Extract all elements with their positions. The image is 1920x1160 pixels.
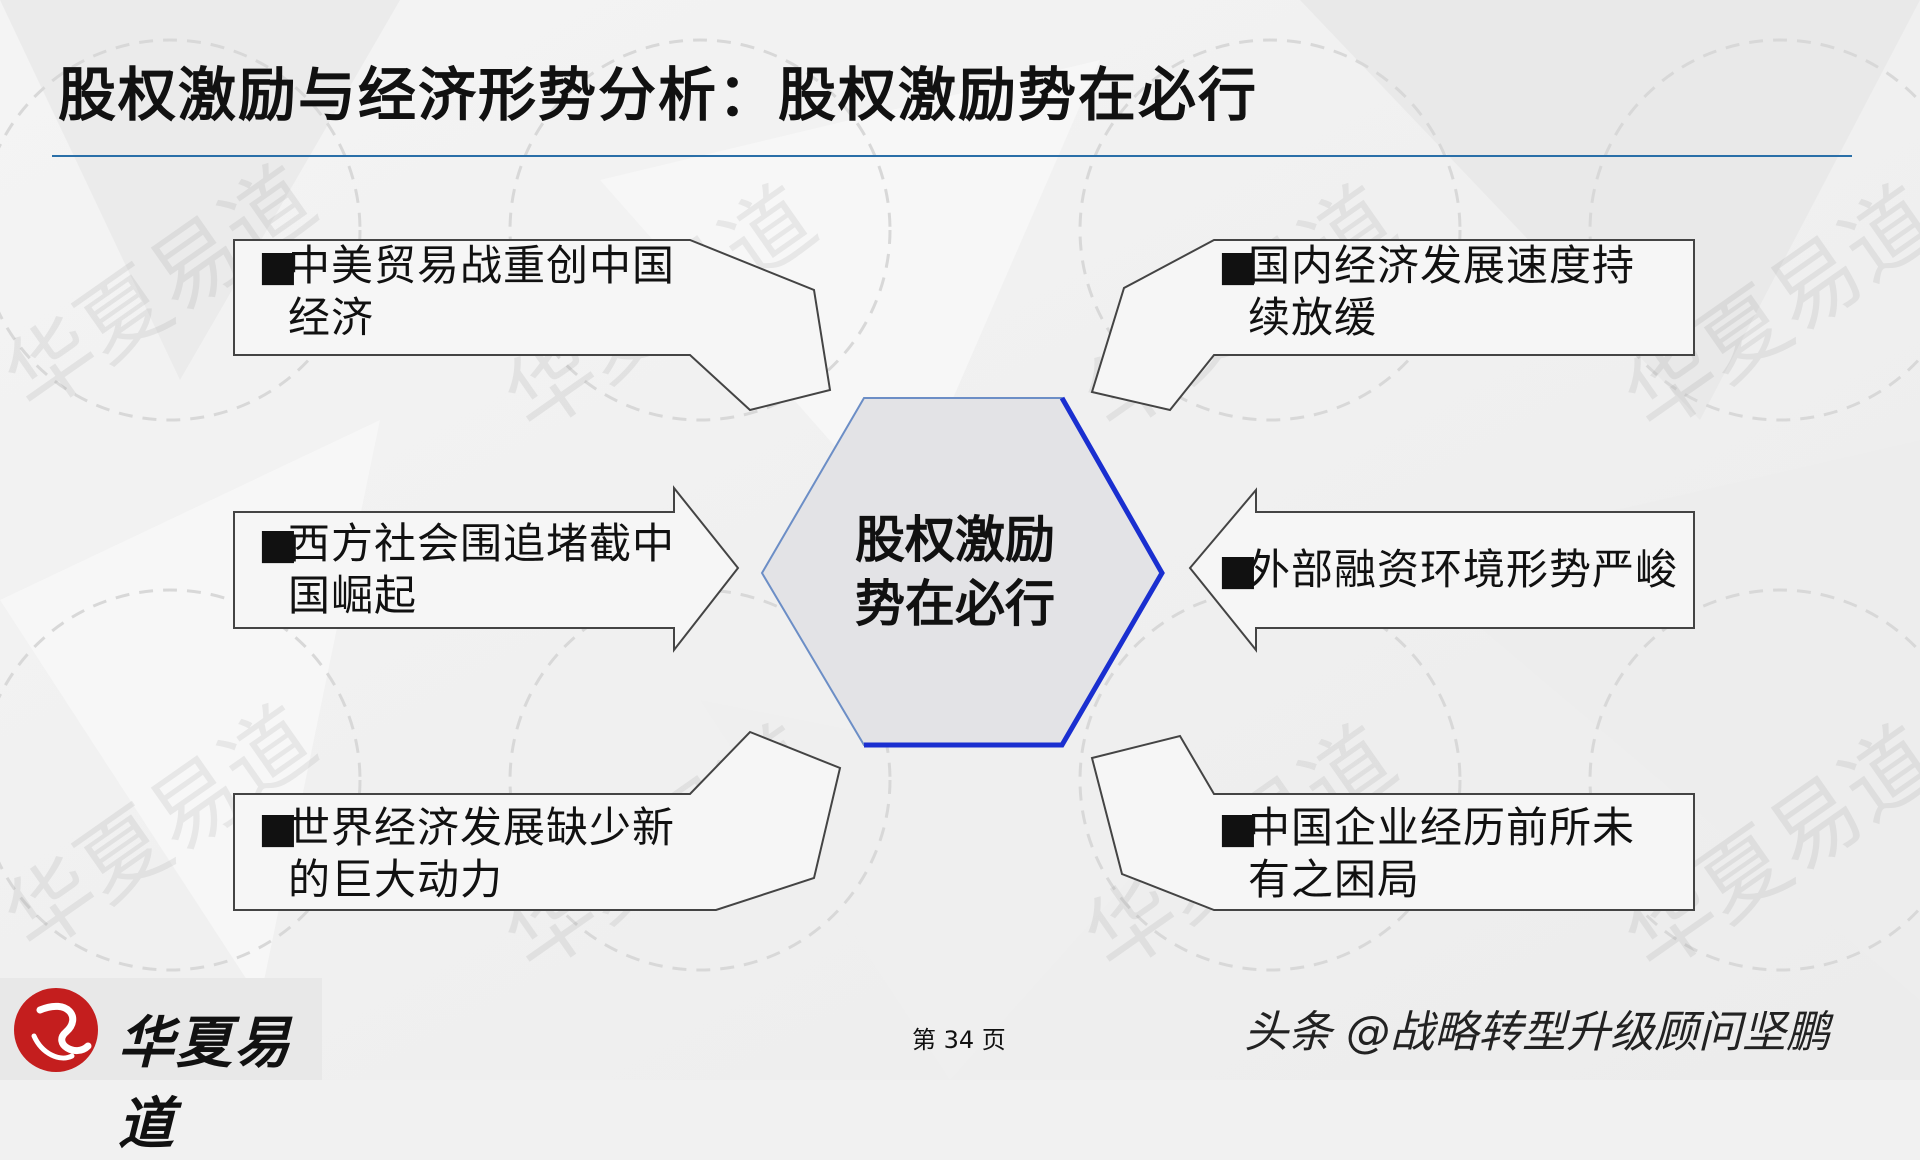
seal-logo-icon	[14, 988, 98, 1072]
factor-line: 西方社会围追堵截中	[288, 519, 676, 568]
factor-line: 中美贸易战重创中国	[288, 241, 676, 290]
factor-line: 中国企业经历前所未	[1248, 803, 1636, 852]
factor-text-3: ■世界经济发展缺少新 的巨大动力	[258, 802, 675, 906]
bullet-icon: ■	[1218, 545, 1259, 594]
factor-arrow-mid-left	[233, 485, 740, 653]
factor-text-1: ■中美贸易战重创中国 经济	[258, 240, 675, 344]
bullet-icon: ■	[1218, 241, 1259, 290]
bullet-icon: ■	[258, 519, 299, 568]
source-credit: 头条 @战略转型升级顾问坚鹏	[1244, 1007, 1830, 1058]
factor-arrow-mid-right	[1188, 487, 1695, 653]
factor-text-2: ■西方社会围追堵截中 国崛起	[258, 518, 675, 622]
bullet-icon: ■	[258, 241, 299, 290]
factor-line: 国内经济发展速度持	[1248, 241, 1636, 290]
factors-diagram	[233, 239, 1695, 911]
factor-text-6: ■中国企业经历前所未 有之困局	[1218, 802, 1635, 906]
title-rule	[52, 155, 1852, 157]
factor-line: 续放缓	[1248, 293, 1378, 342]
page-number: 第 34 页	[912, 1026, 1006, 1054]
factor-line: 外部融资环境形势严峻	[1248, 545, 1679, 594]
center-label-line: 股权激励	[855, 511, 1055, 569]
factor-line: 国崛起	[288, 571, 418, 620]
center-label: 股权激励 势在必行	[800, 508, 1110, 636]
slide-title: 股权激励与经济形势分析：股权激励势在必行	[58, 61, 1259, 129]
factor-arrow-bottom-left	[233, 730, 842, 911]
factor-arrow-bottom-right	[1090, 734, 1695, 911]
factor-line: 世界经济发展缺少新	[288, 803, 676, 852]
factor-text-4: ■国内经济发展速度持 续放缓	[1218, 240, 1635, 344]
factor-arrow-top-right	[1090, 239, 1695, 412]
factor-line: 有之困局	[1248, 855, 1421, 904]
logo-text: 华夏易道	[118, 1010, 292, 1157]
bullet-icon: ■	[1218, 803, 1259, 852]
hexagon-accent	[864, 396, 1165, 748]
factor-text-5: ■外部融资环境形势严峻	[1218, 544, 1678, 596]
bullet-icon: ■	[258, 803, 299, 852]
center-label-line: 势在必行	[855, 575, 1055, 633]
brand-logo: 华夏易道	[0, 978, 322, 1157]
factor-line: 的巨大动力	[288, 855, 504, 904]
factor-line: 经济	[288, 293, 375, 342]
factor-arrow-top-left	[233, 239, 832, 412]
